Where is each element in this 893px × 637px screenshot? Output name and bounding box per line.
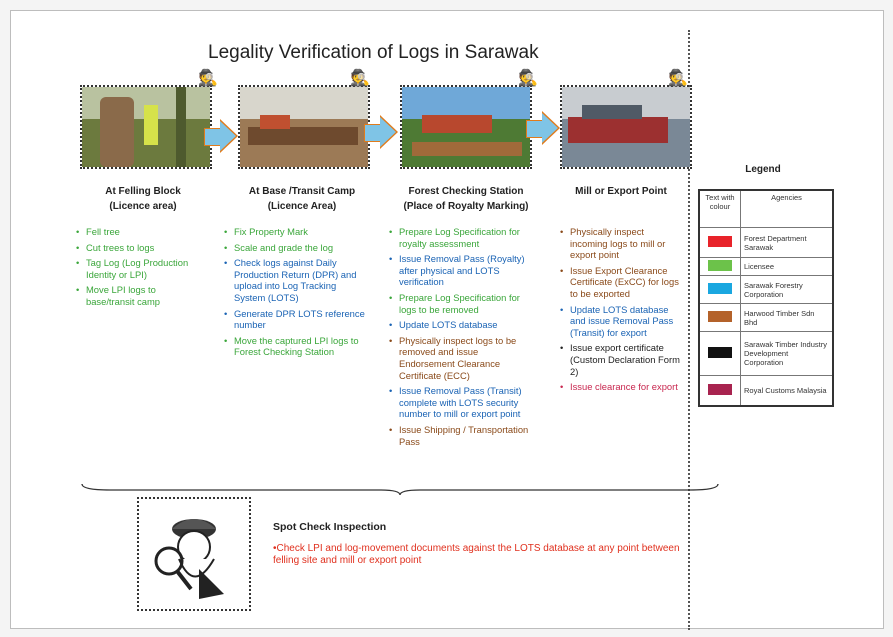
photo-base-camp bbox=[238, 85, 370, 169]
legend-header-colour: Text with colour bbox=[698, 189, 741, 228]
legend-swatch bbox=[708, 311, 732, 322]
stage-heading-line2: (Place of Royalty Marking) bbox=[403, 201, 529, 212]
list-item: Check logs against Daily Production Retu… bbox=[222, 257, 365, 303]
list-item: Fell tree bbox=[74, 226, 199, 238]
inspector-icon-1: 🕵 bbox=[198, 70, 218, 87]
stage-list-base-camp: Fix Property Mark Scale and grade the lo… bbox=[222, 226, 365, 362]
stage-heading-checking-station: Forest Checking Station (Place of Royalt… bbox=[391, 184, 541, 214]
stage-heading-export-point: Mill or Export Point bbox=[546, 184, 696, 199]
photo-felling bbox=[80, 85, 212, 169]
stage-heading-base-camp: At Base /Transit Camp (Licence Area) bbox=[227, 184, 377, 214]
spot-check-title: Spot Check Inspection bbox=[273, 521, 387, 533]
list-item: Scale and grade the log bbox=[222, 242, 365, 254]
list-item: Physically inspect logs to be removed an… bbox=[387, 335, 535, 381]
list-item: Issue Removal Pass (Royalty) after physi… bbox=[387, 253, 535, 288]
grouping-brace bbox=[81, 483, 719, 496]
list-item: Update LOTS database bbox=[387, 319, 535, 331]
legend-swatch bbox=[708, 260, 732, 271]
list-item: Issue Export Clearance Certificate (ExCC… bbox=[558, 265, 683, 300]
inspector-icon-2: 🕵 bbox=[350, 70, 370, 87]
stage-list-felling: Fell tree Cut trees to logs Tag Log (Log… bbox=[74, 226, 199, 312]
list-item: Issue export certificate (Custom Declara… bbox=[558, 342, 683, 377]
list-item: Move the captured LPI logs to Forest Che… bbox=[222, 335, 365, 358]
legend-swatch bbox=[708, 383, 732, 395]
legend-title: Legend bbox=[745, 164, 781, 175]
legend-agency-label: Sarawak Timber Industry Development Corp… bbox=[740, 331, 834, 376]
list-item: Tag Log (Log Production Identity or LPI) bbox=[74, 257, 199, 280]
list-item: Issue clearance for export bbox=[558, 381, 683, 393]
photo-export-point bbox=[560, 85, 692, 169]
list-item: Cut trees to logs bbox=[74, 242, 199, 254]
detective-icon bbox=[154, 519, 224, 599]
inspector-icon-4: 🕵 bbox=[668, 70, 688, 87]
diagram-title: Legality Verification of Logs in Sarawak bbox=[208, 42, 539, 63]
legend-swatch bbox=[708, 283, 732, 294]
stage-heading-line1: Forest Checking Station bbox=[408, 186, 524, 197]
legend-swatch bbox=[708, 347, 732, 358]
stage-heading-line1: At Base /Transit Camp bbox=[248, 186, 356, 197]
stage-heading-line1: Mill or Export Point bbox=[575, 186, 667, 197]
legend-table: Text with colour Agencies Forest Departm… bbox=[698, 189, 834, 407]
list-item: Prepare Log Specification for logs to be… bbox=[387, 292, 535, 315]
list-item: Issue Shipping / Transportation Pass bbox=[387, 424, 535, 447]
spot-check-image bbox=[137, 497, 251, 611]
legend-agency-label: Harwood Timber Sdn Bhd bbox=[740, 303, 834, 332]
list-item: Prepare Log Specification for royalty as… bbox=[387, 226, 535, 249]
stage-heading-line2: (Licence area) bbox=[109, 201, 177, 212]
list-item: Move LPI logs to base/transit camp bbox=[74, 284, 199, 307]
stage-list-export-point: Physically inspect incoming logs to mill… bbox=[558, 226, 683, 397]
legend-agency-label: Sarawak Forestry Corporation bbox=[740, 275, 834, 304]
photo-checking-station bbox=[400, 85, 532, 169]
list-item: Fix Property Mark bbox=[222, 226, 365, 238]
stage-list-checking-station: Prepare Log Specification for royalty as… bbox=[387, 226, 535, 451]
vertical-divider bbox=[688, 30, 690, 630]
list-item: Issue Removal Pass (Transit) complete wi… bbox=[387, 385, 535, 420]
inspector-icon-3: 🕵 bbox=[518, 70, 538, 87]
legend-agency-label: Royal Customs Malaysia bbox=[740, 375, 834, 406]
legend-agency-label: Licensee bbox=[740, 257, 834, 276]
legend-header-agencies: Agencies bbox=[740, 189, 834, 228]
list-item: Generate DPR LOTS reference number bbox=[222, 308, 365, 331]
stage-heading-felling: At Felling Block (Licence area) bbox=[68, 184, 218, 214]
list-item: Physically inspect incoming logs to mill… bbox=[558, 226, 683, 261]
legend-swatch bbox=[708, 236, 732, 247]
spot-check-text: •Check LPI and log-movement documents ag… bbox=[273, 543, 680, 566]
stage-heading-line1: At Felling Block bbox=[105, 186, 181, 197]
legend-agency-label: Forest Department Sarawak bbox=[740, 227, 834, 258]
stage-heading-line2: (Licence Area) bbox=[267, 201, 337, 212]
list-item: Update LOTS database and issue Removal P… bbox=[558, 304, 683, 339]
